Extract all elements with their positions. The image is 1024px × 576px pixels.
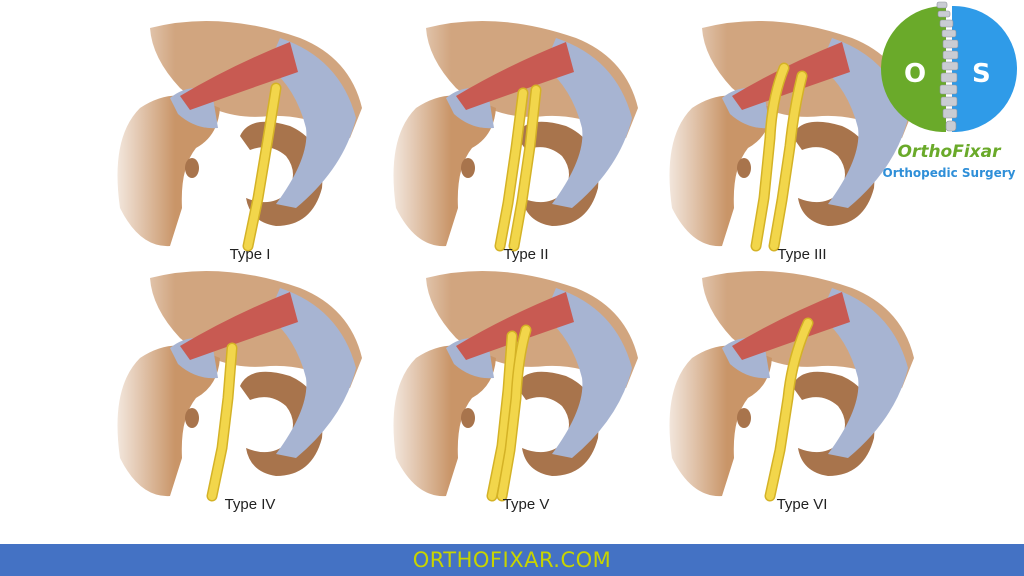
caption-type-6: Type VI [776, 496, 828, 513]
footer-site-link[interactable]: ORTHOFIXAR.COM [412, 548, 612, 572]
spine-logo-icon: O S [880, 1, 1018, 133]
panel-type-6: Type VI [652, 268, 952, 518]
caption-type-2: Type II [503, 246, 549, 263]
anatomy-illustration-type-2 [376, 18, 676, 252]
edge-fade [652, 268, 952, 498]
orthofixar-logo: O S OrthoFixar Orthopedic Surgery [874, 0, 1024, 200]
logo-letter-s: S [972, 59, 991, 89]
logo-subtitle: Orthopedic Surgery [882, 166, 1016, 180]
anatomy-illustration-type-1 [100, 18, 400, 252]
edge-fade [376, 268, 676, 498]
panel-type-5: Type V [376, 268, 676, 518]
caption-type-4: Type IV [224, 496, 276, 513]
caption-type-1: Type I [229, 246, 271, 263]
panel-type-1: Type I [100, 18, 400, 268]
logo-letter-o: O [904, 59, 926, 89]
caption-type-5: Type V [502, 496, 550, 513]
anatomy-illustration-type-5 [376, 268, 676, 502]
logo-name: OrthoFixar [897, 142, 1001, 162]
panel-type-2: Type II [376, 18, 676, 268]
edge-fade [100, 268, 400, 498]
edge-fade [376, 18, 676, 248]
edge-fade [100, 18, 400, 248]
footer-bar: ORTHOFIXAR.COM [0, 544, 1024, 576]
caption-type-3: Type III [777, 246, 827, 263]
anatomy-illustration-type-4 [100, 268, 400, 502]
anatomy-illustration-type-6 [652, 268, 952, 502]
panel-type-4: Type IV [100, 268, 400, 518]
